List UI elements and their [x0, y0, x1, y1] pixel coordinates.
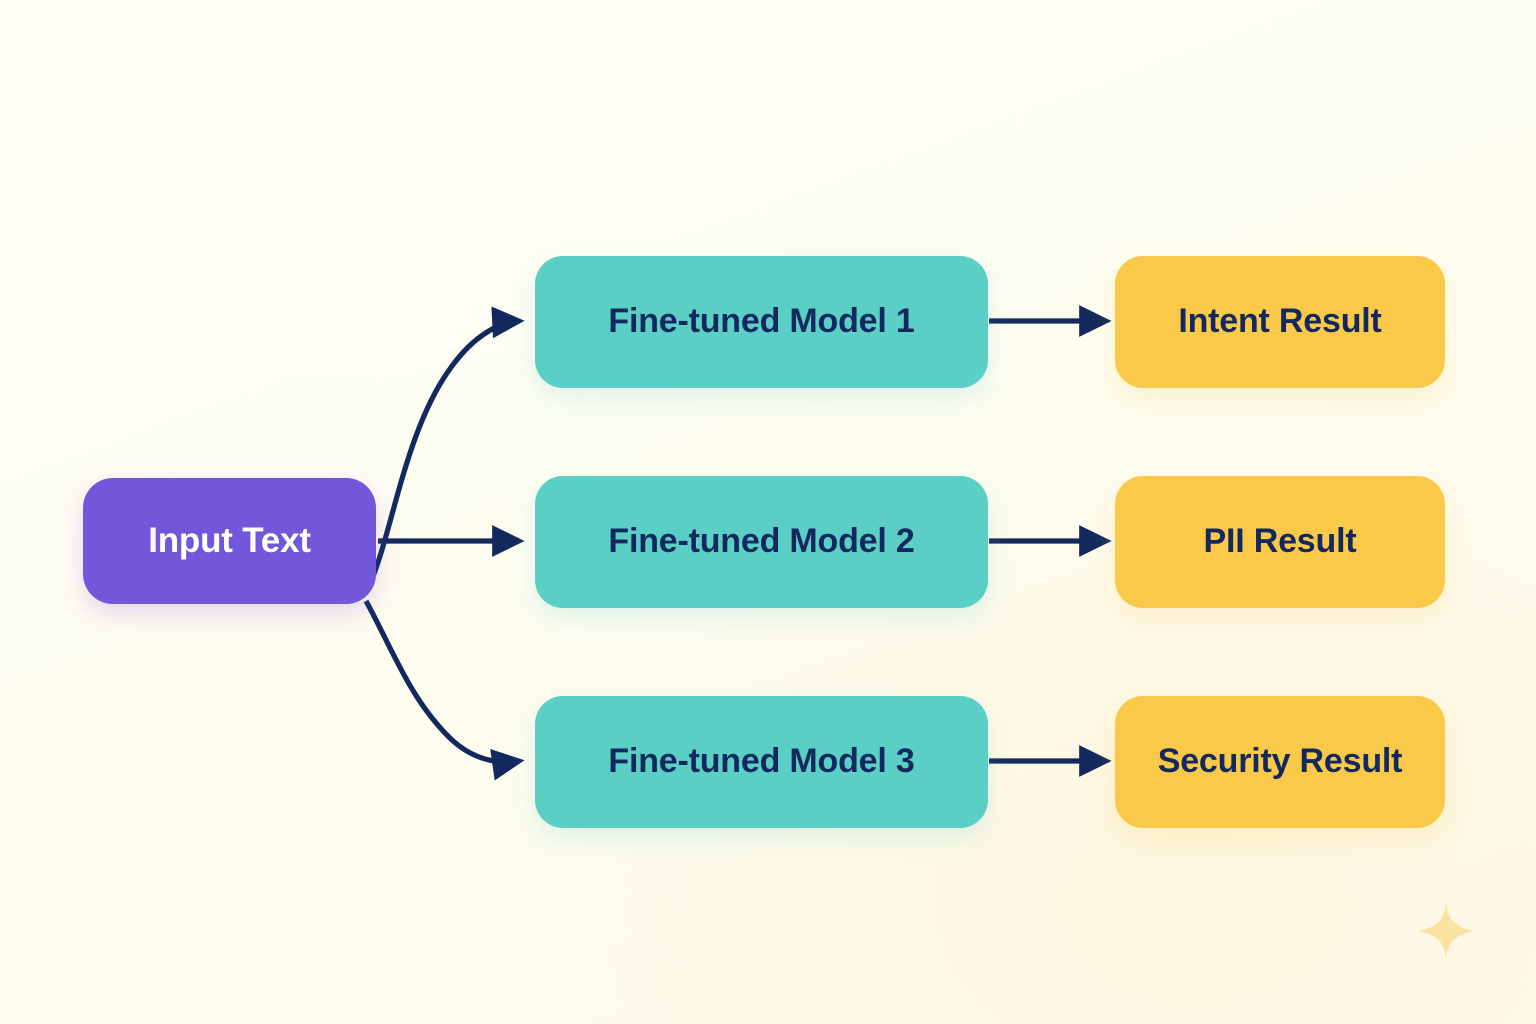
- node-input-text-label: Input Text: [148, 520, 311, 560]
- node-pii-result-label: PII Result: [1203, 522, 1357, 561]
- node-fine-tuned-model-2-label: Fine-tuned Model 2: [608, 522, 915, 561]
- node-intent-result-label: Intent Result: [1178, 302, 1382, 341]
- node-pii-result[interactable]: PII Result: [1115, 476, 1445, 608]
- edge-input-to-model-3: [363, 599, 525, 781]
- node-intent-result[interactable]: Intent Result: [1115, 256, 1445, 388]
- sparkle-icon: [1418, 903, 1474, 959]
- node-security-result-label: Security Result: [1157, 742, 1403, 781]
- node-fine-tuned-model-2[interactable]: Fine-tuned Model 2: [535, 476, 988, 608]
- node-security-result[interactable]: Security Result: [1115, 696, 1445, 828]
- edge-input-to-model-1: [365, 306, 525, 590]
- node-input-text[interactable]: Input Text: [83, 478, 376, 604]
- node-fine-tuned-model-3[interactable]: Fine-tuned Model 3: [535, 696, 988, 828]
- node-fine-tuned-model-3-label: Fine-tuned Model 3: [608, 742, 915, 781]
- node-fine-tuned-model-1[interactable]: Fine-tuned Model 1: [535, 256, 988, 388]
- node-fine-tuned-model-1-label: Fine-tuned Model 1: [608, 302, 915, 341]
